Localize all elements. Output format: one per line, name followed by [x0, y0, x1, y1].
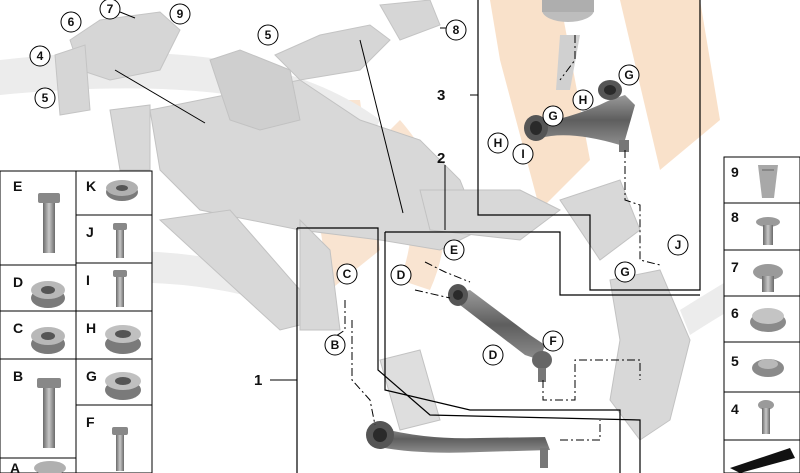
svg-text:4: 4	[37, 49, 44, 63]
svg-text:H: H	[579, 93, 588, 107]
callouts-mid-arm: E D C B F D	[324, 239, 564, 366]
bolt-F	[112, 427, 128, 471]
svg-text:9: 9	[177, 7, 184, 21]
callout-B: B	[324, 334, 346, 356]
svg-text:5: 5	[265, 28, 272, 42]
nut-C	[31, 327, 65, 354]
label-G: G	[86, 368, 97, 384]
label-4: 4	[731, 401, 739, 417]
callout-F: F	[542, 330, 564, 352]
svg-text:H: H	[494, 136, 503, 150]
callout-6: 6	[60, 11, 82, 33]
nut-K	[106, 180, 138, 201]
callout-C: C	[336, 263, 358, 285]
front-subframe	[109, 49, 691, 441]
callout-G1: G	[618, 64, 640, 86]
callout-E: E	[443, 239, 465, 261]
callout-5a: 5	[34, 87, 56, 109]
label-5: 5	[731, 353, 739, 369]
callout-D2: D	[482, 344, 504, 366]
svg-text:6: 6	[68, 15, 75, 29]
callout-8: 8	[445, 19, 467, 41]
callout-H1: H	[572, 89, 594, 111]
nut-7	[753, 264, 783, 292]
bracket-assembly-top	[54, 0, 441, 116]
label-C: C	[13, 320, 23, 336]
svg-text:D: D	[397, 268, 406, 282]
strut-mount	[542, 0, 594, 90]
group-frames	[296, 0, 701, 473]
callout-9: 9	[169, 3, 191, 25]
group-number-2: 2	[437, 150, 445, 167]
callouts-upper-arm: G H G H I J G	[487, 64, 689, 283]
callout-5b: 5	[257, 24, 279, 46]
callouts-top: 6 7 9 4 5 5 8	[29, 0, 467, 109]
dash-leaders	[329, 35, 661, 441]
group-number-1: 1	[254, 372, 262, 389]
callout-7: 7	[99, 0, 121, 20]
middle-control-arm	[448, 284, 552, 382]
bolt-E	[38, 193, 60, 253]
upper-control-arm	[524, 80, 635, 152]
bolt-B	[37, 378, 61, 448]
label-D: D	[13, 274, 23, 290]
clip-9	[758, 165, 778, 198]
callout-G3: G	[614, 261, 636, 283]
group-number-3: 3	[437, 87, 445, 104]
label-E: E	[13, 178, 22, 194]
svg-text:E: E	[450, 243, 458, 257]
svg-text:I: I	[521, 147, 524, 161]
callout-4: 4	[29, 45, 51, 67]
svg-text:G: G	[548, 109, 557, 123]
rivet-8	[756, 217, 780, 245]
svg-text:F: F	[549, 334, 556, 348]
nut-G	[105, 372, 141, 400]
svg-text:B: B	[331, 338, 340, 352]
bolt-J	[113, 223, 127, 258]
callout-H2: H	[487, 132, 509, 154]
bolt-I	[113, 270, 127, 307]
callout-I: I	[512, 143, 534, 165]
svg-text:D: D	[489, 348, 498, 362]
rivet-5	[752, 359, 784, 377]
label-H: H	[86, 320, 96, 336]
label-6: 6	[731, 305, 739, 321]
svg-text:5: 5	[42, 91, 49, 105]
label-F: F	[86, 414, 95, 430]
nut-A	[34, 461, 66, 473]
lower-control-arm	[366, 421, 550, 468]
left-hardware-panel: E K J D I C H B G F A	[0, 170, 153, 473]
group-numbers: 3 2 1	[254, 87, 445, 389]
screw-4	[758, 400, 774, 434]
svg-text:C: C	[343, 267, 352, 281]
svg-text:8: 8	[453, 23, 460, 37]
callout-J: J	[667, 234, 689, 256]
svg-text:G: G	[624, 68, 633, 82]
label-8: 8	[731, 209, 739, 225]
tool-icon	[730, 448, 795, 473]
label-7: 7	[731, 259, 739, 275]
svg-text:J: J	[675, 238, 682, 252]
right-hardware-panel: 9 8 7 6 5 4	[723, 156, 800, 473]
nut-H	[105, 325, 141, 354]
callout-D1: D	[390, 264, 412, 286]
svg-text:G: G	[620, 265, 629, 279]
label-9: 9	[731, 164, 739, 180]
callout-G2: G	[542, 105, 564, 127]
label-K: K	[86, 178, 96, 194]
nut-6	[750, 308, 786, 332]
label-I: I	[86, 272, 90, 288]
nut-D	[31, 281, 65, 308]
label-A: A	[10, 460, 20, 473]
label-B: B	[13, 368, 23, 384]
label-J: J	[86, 224, 94, 240]
svg-text:7: 7	[107, 2, 114, 16]
